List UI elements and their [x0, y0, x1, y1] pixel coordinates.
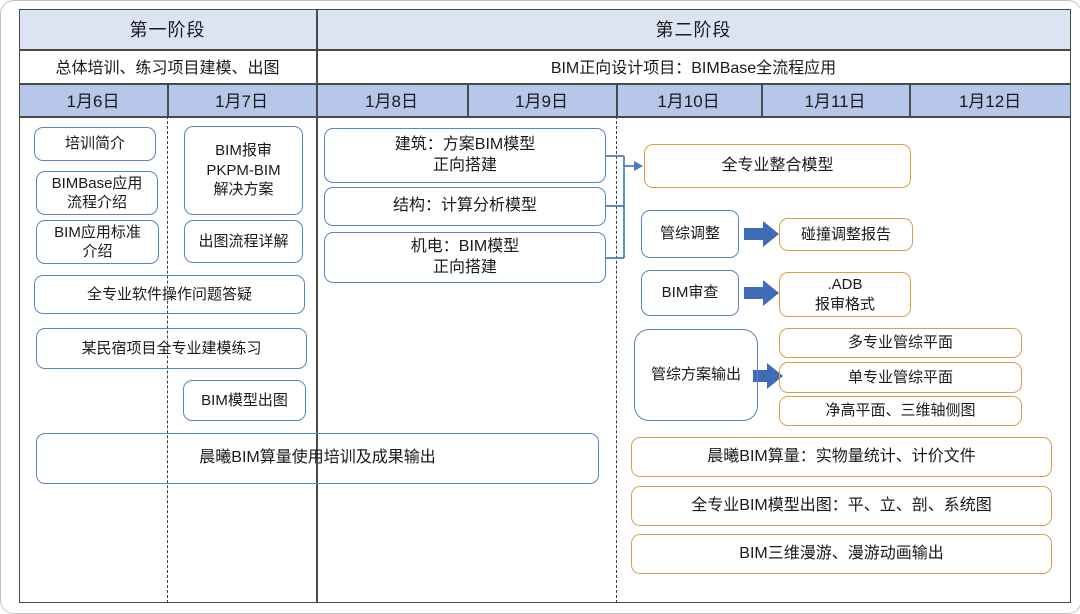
table-outer-border: [19, 9, 1071, 603]
result-adb-format: .ADB 报审格式: [779, 272, 911, 317]
result-model-drawings: 全专业BIM模型出图：平、立、剖、系统图: [631, 486, 1052, 526]
phase-header-row-background: [19, 9, 1071, 49]
date-divider-jan9-10: [616, 83, 618, 116]
task-drawing-flow: 出图流程详解: [184, 220, 303, 263]
date-divider-jan6-7: [167, 83, 169, 116]
date-jan6: 1月6日: [66, 92, 120, 111]
task-bimbase-flow: BIMBase应用 流程介绍: [36, 171, 158, 215]
date-jan9: 1月9日: [515, 92, 568, 111]
task-homestay-practice: 某民宿项目全专业建模练习: [36, 328, 307, 369]
body-dashed-divider-jan9-10: [616, 116, 617, 603]
task-training-intro: 培训简介: [34, 127, 156, 161]
row-divider-3: [19, 116, 1071, 118]
result-single-discipline-plan: 单专业管综平面: [779, 362, 1022, 393]
phase2-title: 第二阶段: [655, 20, 732, 40]
task-bim-standard: BIM应用标准 介绍: [36, 220, 159, 264]
result-integrated-model: 全专业整合模型: [644, 144, 911, 188]
row-divider-1: [19, 49, 1071, 51]
task-struct-model: 结构：计算分析模型: [324, 187, 606, 226]
task-software-qa: 全专业软件操作问题答疑: [34, 275, 305, 314]
task-mep-model: 机电：BIM模型 正向搭建: [324, 232, 606, 283]
date-divider-jan11-12: [909, 83, 911, 116]
task-mep-adjust: 管综调整: [641, 210, 739, 258]
date-jan8: 1月8日: [365, 92, 418, 111]
date-header-row-background: [19, 83, 1071, 116]
result-collision-report: 碰撞调整报告: [779, 218, 913, 251]
date-jan7: 1月7日: [215, 92, 268, 111]
date-divider-jan10-11: [761, 83, 763, 116]
task-bim-check: BIM审查: [641, 270, 739, 316]
result-clearance-plan: 净高平面、三维轴侧图: [779, 396, 1022, 426]
date-divider-jan8-9: [467, 83, 469, 116]
task-bim-model-drawing: BIM模型出图: [183, 380, 306, 421]
phase1-subtitle: 总体培训、练习项目建模、出图: [55, 60, 280, 77]
phase-divider-line: [316, 9, 318, 603]
task-bim-review-solution: BIM报审 PKPM-BIM 解决方案: [184, 126, 303, 215]
date-jan10: 1月10日: [657, 92, 720, 111]
result-chenxi-output: 晨曦BIM算量：实物量统计、计价文件: [631, 437, 1052, 477]
date-jan12: 1月12日: [958, 92, 1022, 111]
phase1-title: 第一阶段: [129, 20, 206, 40]
task-mep-plan-output: 管综方案输出: [634, 329, 758, 421]
row-divider-2: [19, 83, 1071, 85]
body-dashed-divider-jan6-7: [167, 116, 168, 603]
date-jan11: 1月11日: [804, 92, 866, 111]
phase2-subtitle: BIM正向设计项目：BIMBase全流程应用: [550, 60, 837, 77]
result-roaming-output: BIM三维漫游、漫游动画输出: [631, 534, 1052, 574]
result-multi-discipline-plan: 多专业管综平面: [779, 328, 1022, 358]
task-chenxi-training: 晨曦BIM算量使用培训及成果输出: [36, 433, 599, 484]
task-arch-model: 建筑：方案BIM模型 正向搭建: [324, 128, 606, 183]
